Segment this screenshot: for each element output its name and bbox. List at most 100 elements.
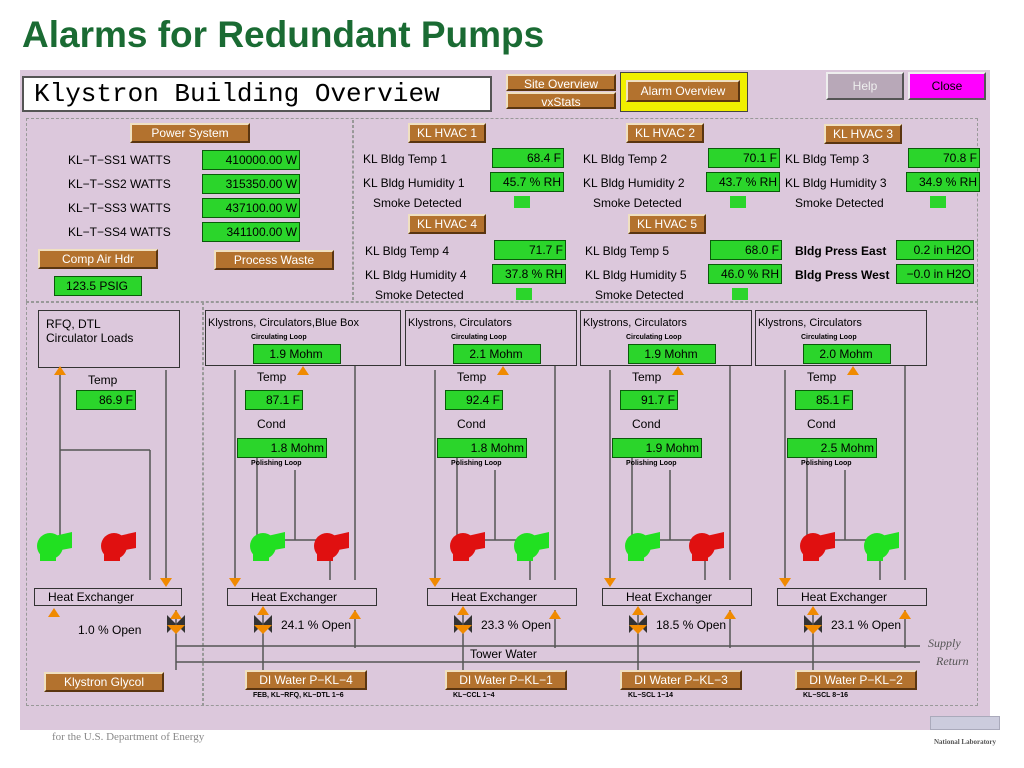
loop-cond-value: 2.5 Mohm (787, 438, 877, 458)
hvac-button[interactable]: KL HVAC 3 (824, 124, 902, 144)
valve-icon (629, 615, 647, 634)
hvac-humidity-label: KL Bldg Humidity 2 (583, 176, 685, 190)
hvac-humidity-value: 34.9 % RH (906, 172, 980, 192)
flow-arrow-up (457, 606, 469, 615)
scada-panel: Klystron Building Overview Site Overview… (20, 70, 990, 730)
flow-arrow-up (257, 606, 269, 615)
loop-cond-value: 1.8 Mohm (437, 438, 527, 458)
hvac-smoke-label: Smoke Detected (595, 288, 684, 302)
flow-arrow-up (497, 366, 509, 375)
pump-icon (800, 532, 835, 561)
polishing-loop-label: Polishing Loop (251, 460, 302, 467)
loop-cond-label: Cond (457, 417, 486, 431)
loop-temp-label: Temp (457, 370, 487, 384)
piping-diagram (37, 366, 920, 670)
circulating-loop-value: 2.1 Mohm (453, 344, 541, 364)
alarm-overview-button[interactable]: Alarm Overview (626, 80, 740, 102)
hvac-temp-value: 68.0 F (710, 240, 782, 260)
close-button[interactable]: Close (908, 72, 986, 100)
valve-open-label: 23.1 % Open (831, 618, 902, 632)
valve-open-label: 18.5 % Open (656, 618, 727, 632)
circulating-loop-value: 1.9 Mohm (628, 344, 716, 364)
power-row-value: 341100.00 W (202, 222, 300, 242)
di-water-button[interactable]: DI Water P−KL−3 (620, 670, 742, 690)
hvac-button[interactable]: KL HVAC 1 (408, 123, 486, 143)
heat-exchanger-box (427, 588, 577, 606)
process-waste-button[interactable]: Process Waste (214, 250, 334, 270)
valve-open-label: 24.1 % Open (281, 618, 352, 632)
hvac-button[interactable]: KL HVAC 4 (408, 214, 486, 234)
di-water-button[interactable]: DI Water P−KL−2 (795, 670, 917, 690)
pump-icon (101, 532, 136, 561)
flow-arrow-up (807, 606, 819, 615)
flow-arrow-down (160, 578, 172, 587)
region-divider-bottom (202, 302, 204, 706)
klystron-glycol-button[interactable]: Klystron Glycol (44, 672, 164, 692)
heat-exchanger-box (602, 588, 752, 606)
loop-temp-label: Temp (257, 370, 287, 384)
help-button[interactable]: Help (826, 72, 904, 100)
heat-exchanger-label: Heat Exchanger (451, 590, 538, 604)
hvac-smoke-indicator (732, 288, 748, 300)
loop-cond-value: 1.9 Mohm (612, 438, 702, 458)
circulating-loop-label: Circulating Loop (801, 334, 857, 341)
pump-icon (514, 532, 549, 561)
flow-arrow-up (899, 610, 911, 619)
valve-open-label: 23.3 % Open (481, 618, 552, 632)
valve-open-label: 1.0 % Open (78, 623, 142, 637)
hvac-smoke-indicator (930, 196, 946, 208)
hvac-smoke-indicator (730, 196, 746, 208)
flow-arrow-up (549, 610, 561, 619)
flow-arrow-up (847, 366, 859, 375)
loop-cond-label: Cond (632, 417, 661, 431)
heat-exchanger-box (34, 588, 182, 606)
polishing-loop-label: Polishing Loop (626, 460, 677, 467)
flow-arrow-up (632, 606, 644, 615)
slide-title: Alarms for Redundant Pumps (22, 14, 545, 55)
tower-water-label: Tower Water (470, 647, 537, 661)
power-system-button[interactable]: Power System (130, 123, 250, 143)
circulating-loop-value: 1.9 Mohm (253, 344, 341, 364)
loop-temp-value: 91.7 F (620, 390, 678, 410)
hvac-smoke-label: Smoke Detected (593, 196, 682, 210)
hvac-humidity-label: KL Bldg Humidity 3 (785, 176, 887, 190)
heat-exchanger-box (227, 588, 377, 606)
polishing-loop-label: Polishing Loop (801, 460, 852, 467)
loop-temp-label: Temp (807, 370, 837, 384)
pump-icon (450, 532, 485, 561)
loop-box (755, 310, 927, 366)
hvac-smoke-label: Smoke Detected (375, 288, 464, 302)
hvac-temp-label: KL Bldg Temp 3 (785, 152, 870, 166)
hvac-button[interactable]: KL HVAC 5 (628, 214, 706, 234)
window-title: Klystron Building Overview (22, 76, 492, 112)
hvac-smoke-indicator (514, 196, 530, 208)
press-east-value: 0.2 in H2O (896, 240, 974, 260)
hvac-smoke-indicator (516, 288, 532, 300)
flow-arrow-down (429, 578, 441, 587)
heat-exchanger-label: Heat Exchanger (48, 590, 135, 604)
circulating-loop-label: Circulating Loop (451, 334, 507, 341)
comp-air-button[interactable]: Comp Air Hdr (38, 249, 158, 269)
flow-arrow-up (54, 366, 66, 375)
flow-arrow-down (229, 578, 241, 587)
press-west-label: Bldg Press West (795, 268, 890, 282)
hvac-temp-label: KL Bldg Temp 4 (365, 244, 450, 258)
logo-graphic (930, 716, 1000, 730)
heat-exchanger-box (777, 588, 927, 606)
flow-arrow-up (349, 610, 361, 619)
hvac-smoke-label: Smoke Detected (795, 196, 884, 210)
vxstats-button[interactable]: vxStats (506, 92, 616, 109)
rfq-temp-label: Temp (88, 373, 118, 387)
di-water-button[interactable]: DI Water P−KL−1 (445, 670, 567, 690)
region-top (26, 118, 978, 302)
loop-title: Klystrons, Circulators (408, 317, 512, 329)
loop-temp-value: 92.4 F (445, 390, 503, 410)
supply-label: Supply (928, 636, 961, 650)
di-water-button[interactable]: DI Water P−KL−4 (245, 670, 367, 690)
rfq-temp-value: 86.9 F (76, 390, 136, 410)
flow-arrow-up (297, 366, 309, 375)
rfq-box (38, 310, 180, 368)
hvac-temp-value: 70.1 F (708, 148, 780, 168)
site-overview-button[interactable]: Site Overview (506, 74, 616, 91)
hvac-button[interactable]: KL HVAC 2 (626, 123, 704, 143)
